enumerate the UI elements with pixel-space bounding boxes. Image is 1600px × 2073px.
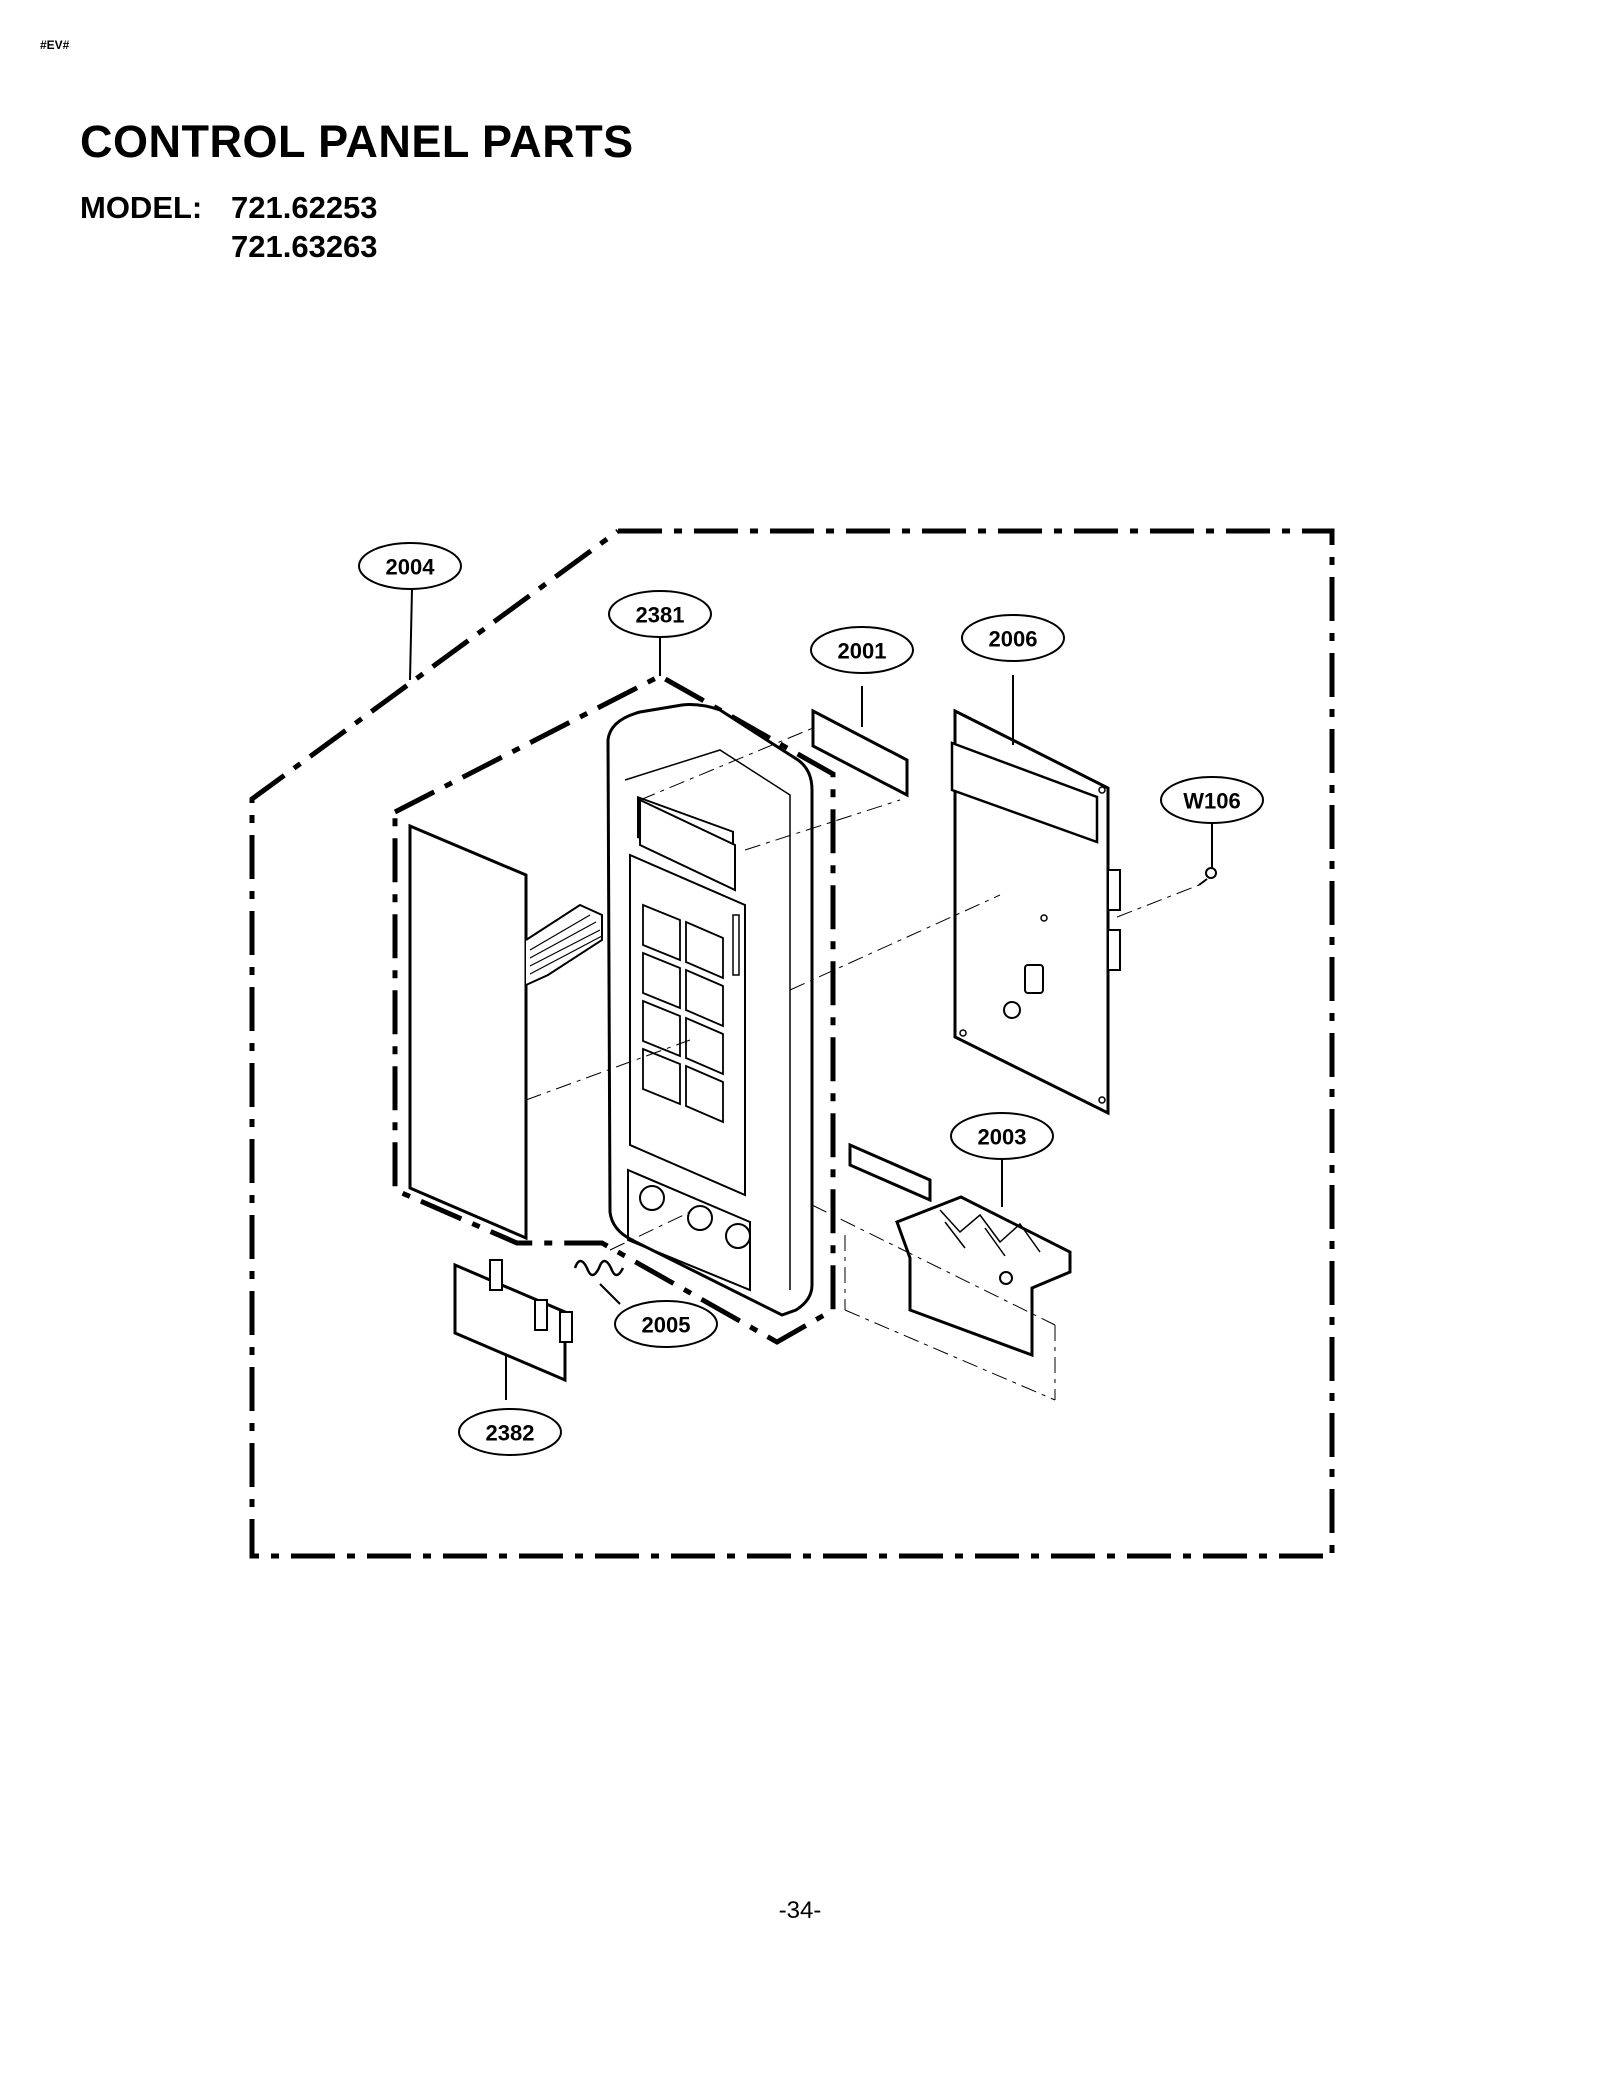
- model-number-2: 721.63263: [231, 229, 378, 264]
- callout-2003: 2003: [950, 1112, 1054, 1160]
- svg-text:2004: 2004: [386, 555, 436, 580]
- model-label: MODEL:: [80, 190, 203, 225]
- svg-text:2381: 2381: [636, 603, 685, 628]
- callout-2004: 2004: [358, 542, 462, 590]
- corner-tag: #EV#: [40, 38, 70, 52]
- leader-lines: [409, 588, 1213, 1400]
- svg-text:W106: W106: [1183, 789, 1240, 814]
- part-membrane-2004: [408, 823, 603, 1241]
- callout-2006: 2006: [961, 614, 1065, 662]
- callout-2001: 2001: [810, 626, 914, 674]
- part-spring-2005: [573, 1259, 625, 1277]
- assembly-boundary: [249, 528, 1335, 1559]
- part-front-panel-2381: [606, 703, 814, 1317]
- svg-text:2001: 2001: [838, 639, 887, 664]
- svg-text:2006: 2006: [989, 627, 1038, 652]
- callout-W106: W106: [1160, 776, 1264, 824]
- part-button-2382: [453, 1259, 573, 1383]
- model-number-1: 721.62253: [231, 190, 378, 225]
- svg-text:2382: 2382: [486, 1421, 535, 1446]
- assembly-guide-lines: [525, 727, 1200, 1401]
- svg-text:2005: 2005: [642, 1313, 691, 1338]
- callout-2381: 2381: [608, 590, 712, 638]
- callout-2005: 2005: [614, 1300, 718, 1348]
- part-latch-2003: [848, 1142, 1072, 1358]
- part-screw-W106: [1198, 867, 1217, 886]
- callout-2382: 2382: [458, 1408, 562, 1456]
- page-title: CONTROL PANEL PARTS: [80, 116, 634, 167]
- page-number: -34-: [778, 1897, 822, 1924]
- part-window-2001: [811, 708, 909, 798]
- svg-text:2003: 2003: [978, 1125, 1027, 1150]
- part-pcb-2006: [950, 708, 1121, 1116]
